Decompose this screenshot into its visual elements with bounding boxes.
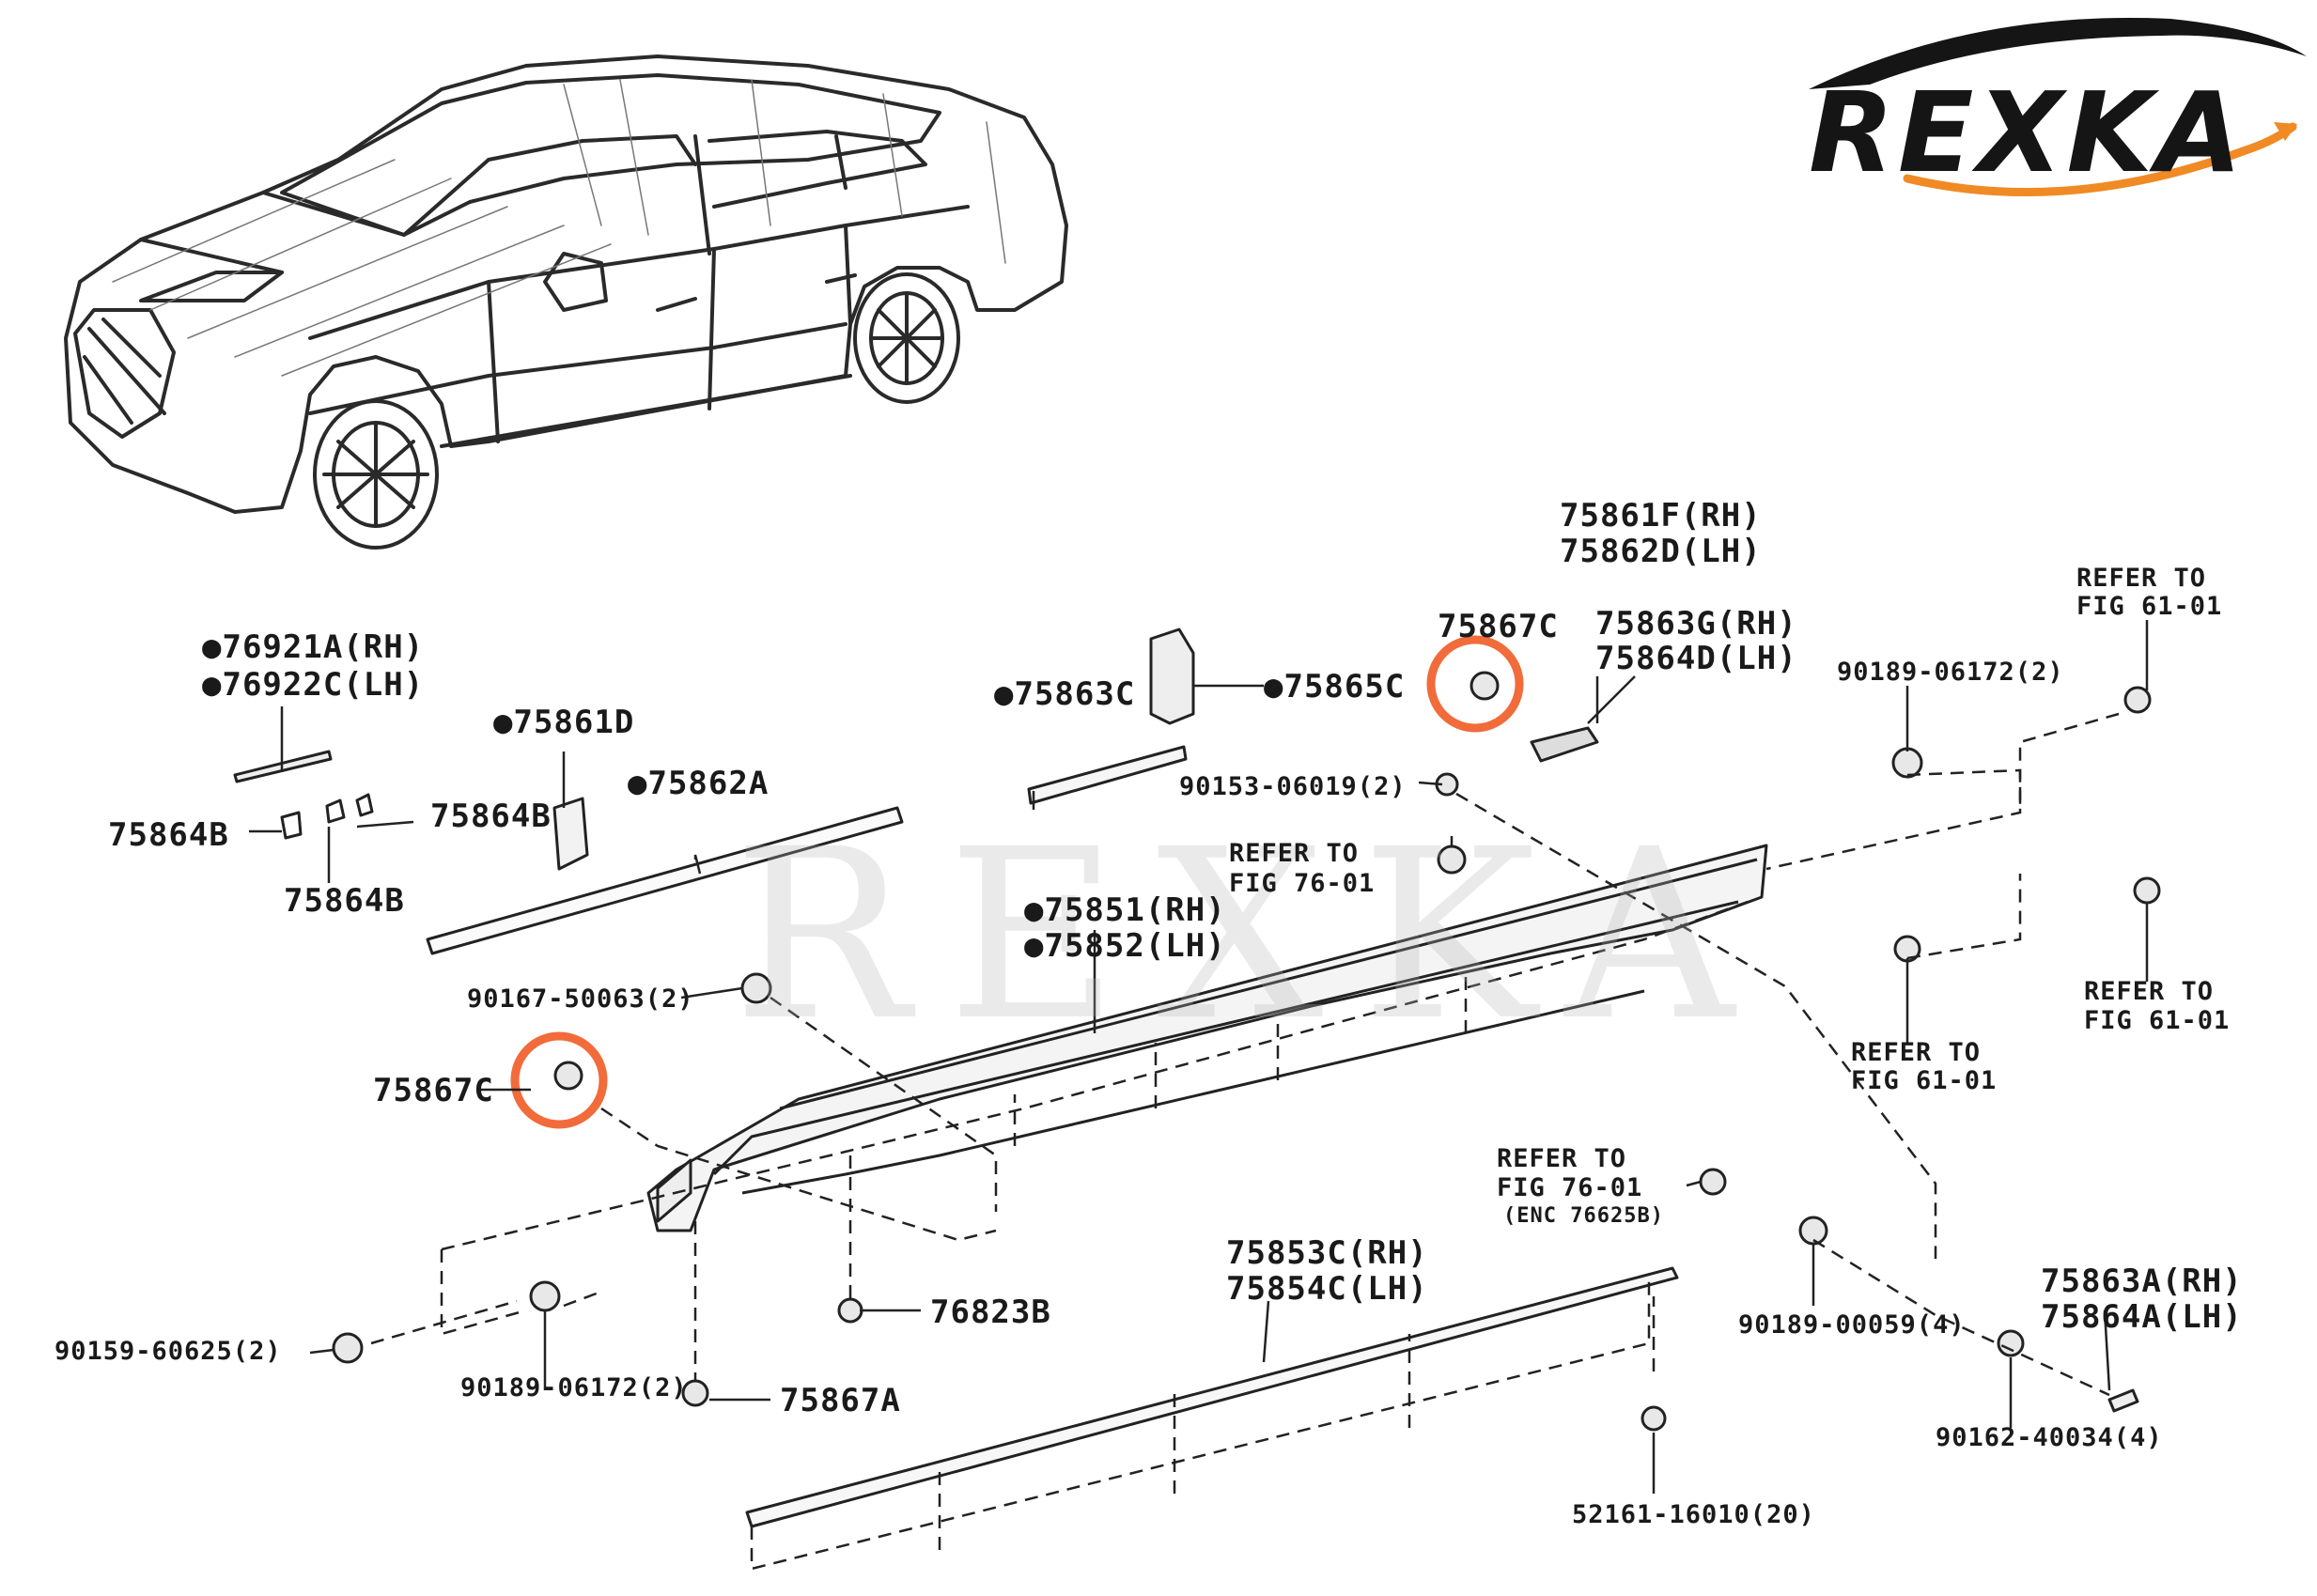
label-75864B-right: 75864B <box>430 798 552 835</box>
label-75865C: ●75865C <box>1264 668 1406 705</box>
bracket-75863G <box>1530 726 1599 763</box>
label-52161: 52161-16010(20) <box>1572 1500 1815 1529</box>
label-75864B-bottom: 75864B <box>284 882 405 920</box>
cap-75863A <box>2107 1388 2139 1413</box>
label-90189-bottom: 90189-06172(2) <box>460 1373 688 1402</box>
clip-75864B-left <box>280 811 303 840</box>
pad-75861D <box>552 797 589 871</box>
label-refer76-mid-3: (ENC 76625B) <box>1503 1204 1664 1228</box>
label-90167: 90167-50063(2) <box>467 984 694 1014</box>
label-75863A: 75863A(RH) <box>2041 1263 2243 1300</box>
label-90159: 90159-60625(2) <box>54 1337 282 1366</box>
block-75865C <box>1149 628 1195 725</box>
label-76922C: ●76922C(LH) <box>202 666 425 704</box>
logo-arrow-tip <box>2274 122 2297 141</box>
label-75867C-left: 75867C <box>373 1072 494 1109</box>
label-90189-00059: 90189-00059(4) <box>1738 1310 1966 1340</box>
highlight-circle-top <box>1426 635 1524 733</box>
label-75864A: 75864A(LH) <box>2041 1298 2243 1336</box>
rexka-watermark: REXKA <box>733 798 1772 1072</box>
label-75867A: 75867A <box>780 1382 901 1419</box>
label-refer61-c-2: FIG 61-01 <box>1851 1066 1998 1095</box>
label-75864B-left: 75864B <box>108 816 229 854</box>
label-75861F: 75861F(RH) <box>1560 497 1762 535</box>
label-75863G: 75863G(RH) <box>1595 605 1797 643</box>
rocker-panel-part <box>646 844 1768 1232</box>
label-refer76-mid-2: FIG 76-01 <box>1497 1173 1643 1202</box>
label-75853C: 75853C(RH) <box>1226 1234 1428 1272</box>
label-75861D: ●75861D <box>493 704 635 741</box>
label-75862A: ●75862A <box>628 765 770 802</box>
clip-75864B-right <box>355 793 374 817</box>
label-refer61-a-2: FIG 61-01 <box>2076 592 2223 621</box>
label-75851: ●75851(RH) <box>1024 891 1226 929</box>
label-75867C-top: 75867C <box>1438 608 1559 645</box>
logo-swoosh-top <box>1809 17 2307 89</box>
label-76823B: 76823B <box>930 1294 1051 1331</box>
label-90162: 90162-40034(4) <box>1936 1423 2163 1452</box>
clip-75864B-mid <box>325 798 346 824</box>
label-75862D: 75862D(LH) <box>1560 533 1762 570</box>
label-90189-top: 90189-06172(2) <box>1837 658 2064 687</box>
label-75863C: ●75863C <box>994 675 1136 713</box>
label-refer76-top-1: REFER TO <box>1229 839 1360 868</box>
logo-swoosh-bottom <box>1903 122 2297 197</box>
lower-strip-75853C <box>745 1266 1679 1528</box>
leader-lines <box>249 620 2149 1494</box>
label-90153: 90153-06019(2) <box>1179 772 1407 801</box>
label-refer76-top-2: FIG 76-01 <box>1229 869 1376 898</box>
label-76921A: ●76921A(RH) <box>202 628 425 666</box>
label-refer61-b-2: FIG 61-01 <box>2084 1006 2231 1035</box>
assembly-lines <box>370 712 2120 1571</box>
rexka-logo: REXKA <box>1809 68 2247 197</box>
label-refer61-c-1: REFER TO <box>1851 1038 1982 1067</box>
car-illustration <box>64 54 1068 550</box>
strip-75863C <box>1027 745 1188 805</box>
label-75852: ●75852(LH) <box>1024 927 1226 965</box>
label-75864D: 75864D(LH) <box>1595 640 1797 677</box>
label-refer61-a-1: REFER TO <box>2076 564 2207 593</box>
label-75854C: 75854C(LH) <box>1226 1270 1428 1308</box>
label-refer76-mid-1: REFER TO <box>1497 1144 1627 1173</box>
moulding-75862A <box>426 806 904 955</box>
label-refer61-b-1: REFER TO <box>2084 977 2215 1006</box>
highlight-circle-left <box>510 1031 608 1129</box>
